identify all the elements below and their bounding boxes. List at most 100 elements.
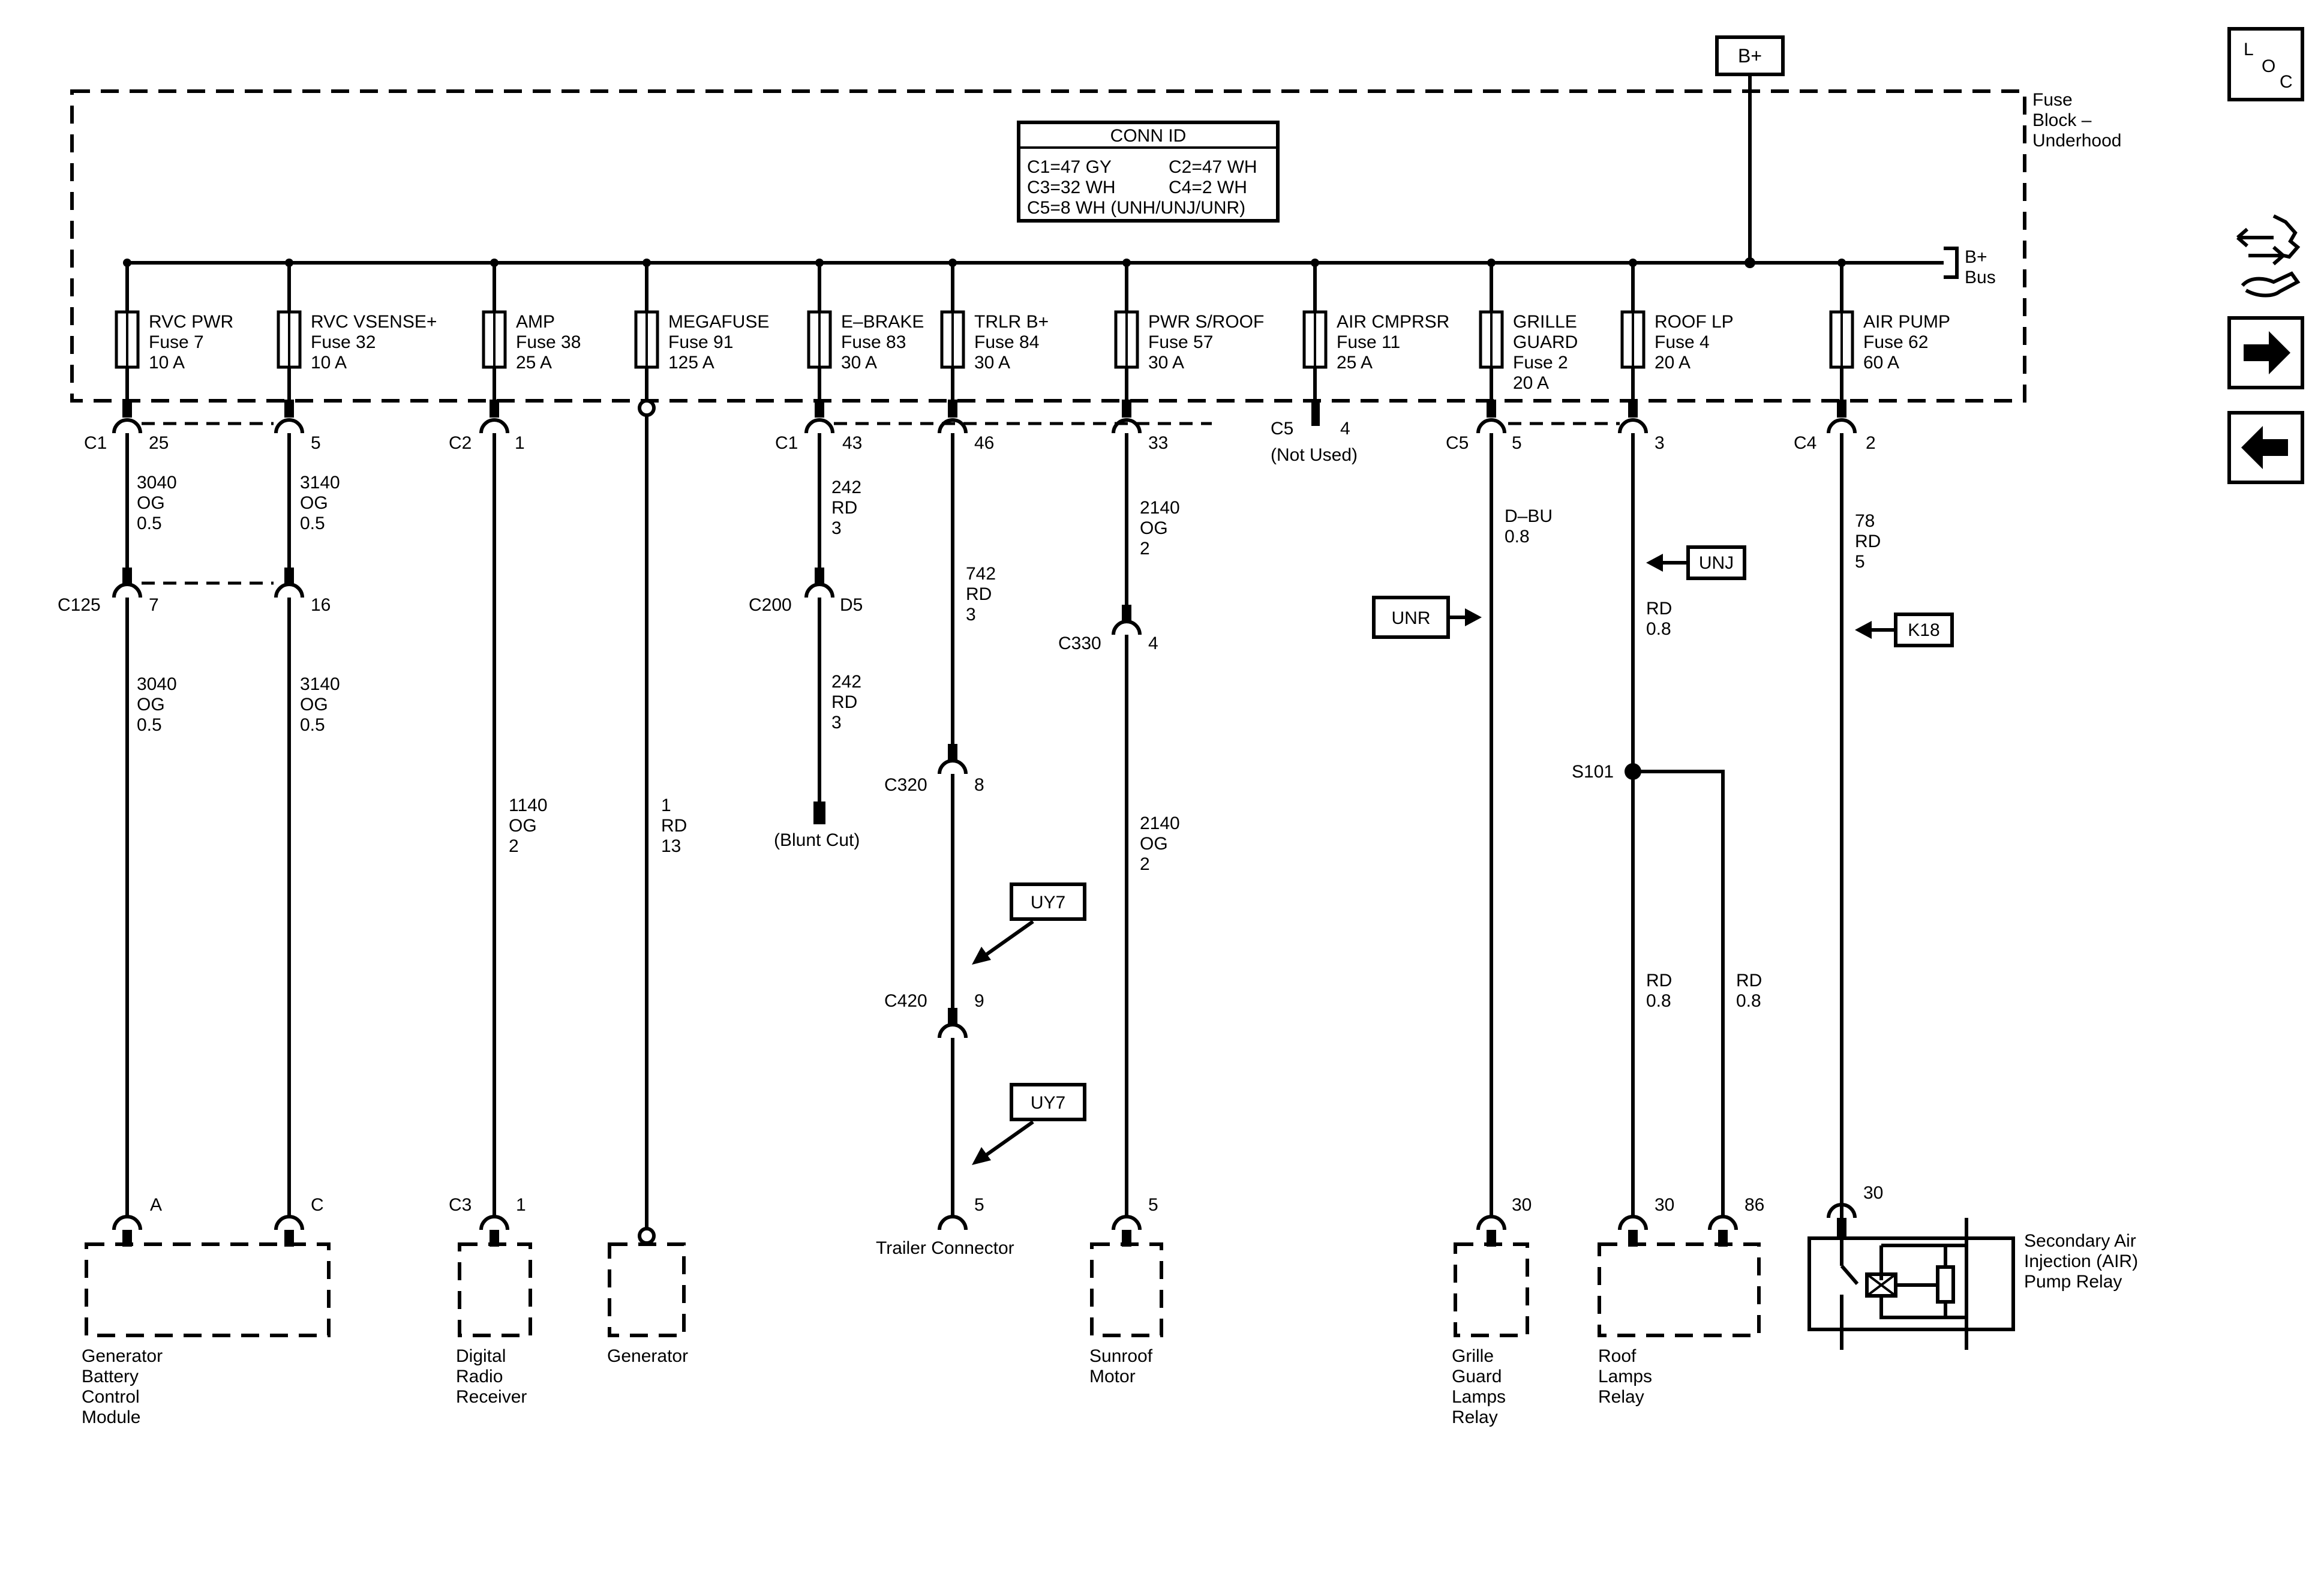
wire-742-2: RD [966, 584, 992, 604]
fuse-text: ROOF LP [1655, 312, 1734, 332]
wire-2140-b-1: 2140 [1140, 813, 1180, 833]
gbcm-label-1: Generator [82, 1346, 163, 1366]
fuse-block-label-3: Underhood [2032, 131, 2121, 151]
wire-3040-a-2: OG [137, 493, 165, 513]
unr-option [1372, 596, 1450, 639]
pin-1: 1 [515, 433, 525, 453]
fuse-text: 30 A [841, 353, 877, 373]
roof-label-3: Relay [1598, 1387, 1644, 1407]
roof-relay-box [1598, 1242, 1761, 1337]
connector-pin [1487, 400, 1496, 418]
fuse-text: 10 A [149, 353, 185, 373]
wire-rd-2-2: 0.8 [1646, 991, 1671, 1011]
air-label-2: Injection (AIR) [2024, 1251, 2138, 1271]
wire-242-b-3: 3 [831, 713, 842, 733]
wire-rd-1-2: 0.8 [1646, 619, 1671, 639]
conn-c1-mid: C1 [775, 433, 798, 453]
wire-rd-3-2: 0.8 [1736, 991, 1761, 1011]
conn-id-c3: C3=32 WH [1027, 178, 1116, 197]
pin-43: 43 [842, 433, 862, 453]
uy7-label-a: UY7 [1031, 893, 1065, 912]
fuse-block-outline [70, 89, 2026, 403]
loc-letter-l: L [2244, 40, 2254, 59]
wire-1-2: RD [661, 816, 687, 836]
previous-arrow-button[interactable] [2227, 411, 2304, 484]
pin-8: 8 [974, 775, 984, 795]
unr-label: UNR [1392, 608, 1431, 628]
wire-242-b-1: 242 [831, 672, 861, 692]
fuse-text: AMP [516, 312, 555, 332]
drr-label-2: Radio [456, 1367, 503, 1386]
generator-label: Generator [607, 1346, 688, 1366]
splice-s101-label: S101 [1572, 762, 1614, 782]
pin-25: 25 [149, 433, 169, 453]
wire-rd-2-1: RD [1646, 971, 1672, 990]
wire-78-2: RD [1855, 532, 1881, 551]
conn-id-c2: C2=47 WH [1169, 157, 1257, 177]
connector-socket [1618, 418, 1648, 434]
not-used-label: (Not Used) [1271, 445, 1358, 465]
fuse-block-label-1: Fuse [2032, 90, 2073, 110]
fuse-text: Fuse 91 [668, 332, 733, 352]
grille-circuit: D–BU 0.8 UNR 30 Grille Guard Lamps Relay [1372, 433, 1553, 1427]
conn-c125: C125 [58, 595, 101, 615]
wire-742-3: 3 [966, 605, 976, 625]
sunroof-label-2: Motor [1089, 1367, 1136, 1386]
amp-circuit: 1140 OG 2 C3 1 Digital Radio Receiver [449, 433, 548, 1407]
fuse-text: 20 A [1655, 353, 1691, 373]
next-arrow-button[interactable] [2227, 316, 2304, 389]
sunroof-motor-box [1090, 1242, 1163, 1337]
connector-view-icon[interactable] [2236, 214, 2301, 298]
connector-socket [1112, 418, 1142, 434]
grille-label-2: Guard [1452, 1367, 1502, 1386]
fuse-text: GRILLE [1513, 312, 1577, 332]
connector-pin [284, 400, 294, 418]
fuse-text: Fuse 84 [974, 332, 1039, 352]
pin-4b: 4 [1148, 634, 1158, 653]
blunt-cut-label: (Blunt Cut) [774, 830, 860, 850]
fuse-text: PWR S/ROOF [1148, 312, 1264, 332]
pin-86: 86 [1744, 1195, 1764, 1215]
gbcm-label-2: Battery [82, 1367, 139, 1386]
left-arrow-icon [2241, 426, 2288, 469]
pin-9: 9 [974, 991, 984, 1011]
pin-16: 16 [311, 595, 331, 615]
generator-box [608, 1242, 686, 1337]
connector-socket [1476, 418, 1506, 434]
wire-3040-a-3: 0.5 [137, 514, 162, 533]
right-arrow-icon [2244, 331, 2290, 374]
air-relay-box [1807, 1236, 2015, 1331]
connector-pin [1837, 400, 1846, 418]
connector-socket [1827, 418, 1857, 434]
connector-pin [1628, 400, 1638, 418]
conn-c5-top: C5 [1271, 419, 1293, 439]
wire-78-3: 5 [1855, 552, 1865, 572]
pin-1b: 1 [516, 1195, 526, 1215]
fuse-text: Fuse 62 [1863, 332, 1928, 352]
fuse-text: MEGAFUSE [668, 312, 769, 332]
fuse-text: GUARD [1513, 332, 1578, 352]
bplus-label: B+ [1738, 45, 1762, 67]
connector-socket [479, 418, 509, 434]
trailer-connector-label: Trailer Connector [876, 1238, 1014, 1258]
gbcm-box [85, 1242, 331, 1337]
connector-pin [815, 400, 824, 418]
pin-2: 2 [1866, 433, 1876, 453]
drr-label-3: Receiver [456, 1387, 527, 1407]
fuse-text: Fuse 7 [149, 332, 204, 352]
fuse-text: Fuse 4 [1655, 332, 1710, 352]
loc-button[interactable]: L O C [2227, 27, 2304, 101]
unj-label: UNJ [1699, 553, 1734, 573]
wire-dbu-2: 0.8 [1505, 527, 1530, 547]
wire-1-1: 1 [661, 795, 671, 815]
wire-2140-a-1: 2140 [1140, 498, 1180, 518]
fuse-text: 125 A [668, 353, 714, 373]
